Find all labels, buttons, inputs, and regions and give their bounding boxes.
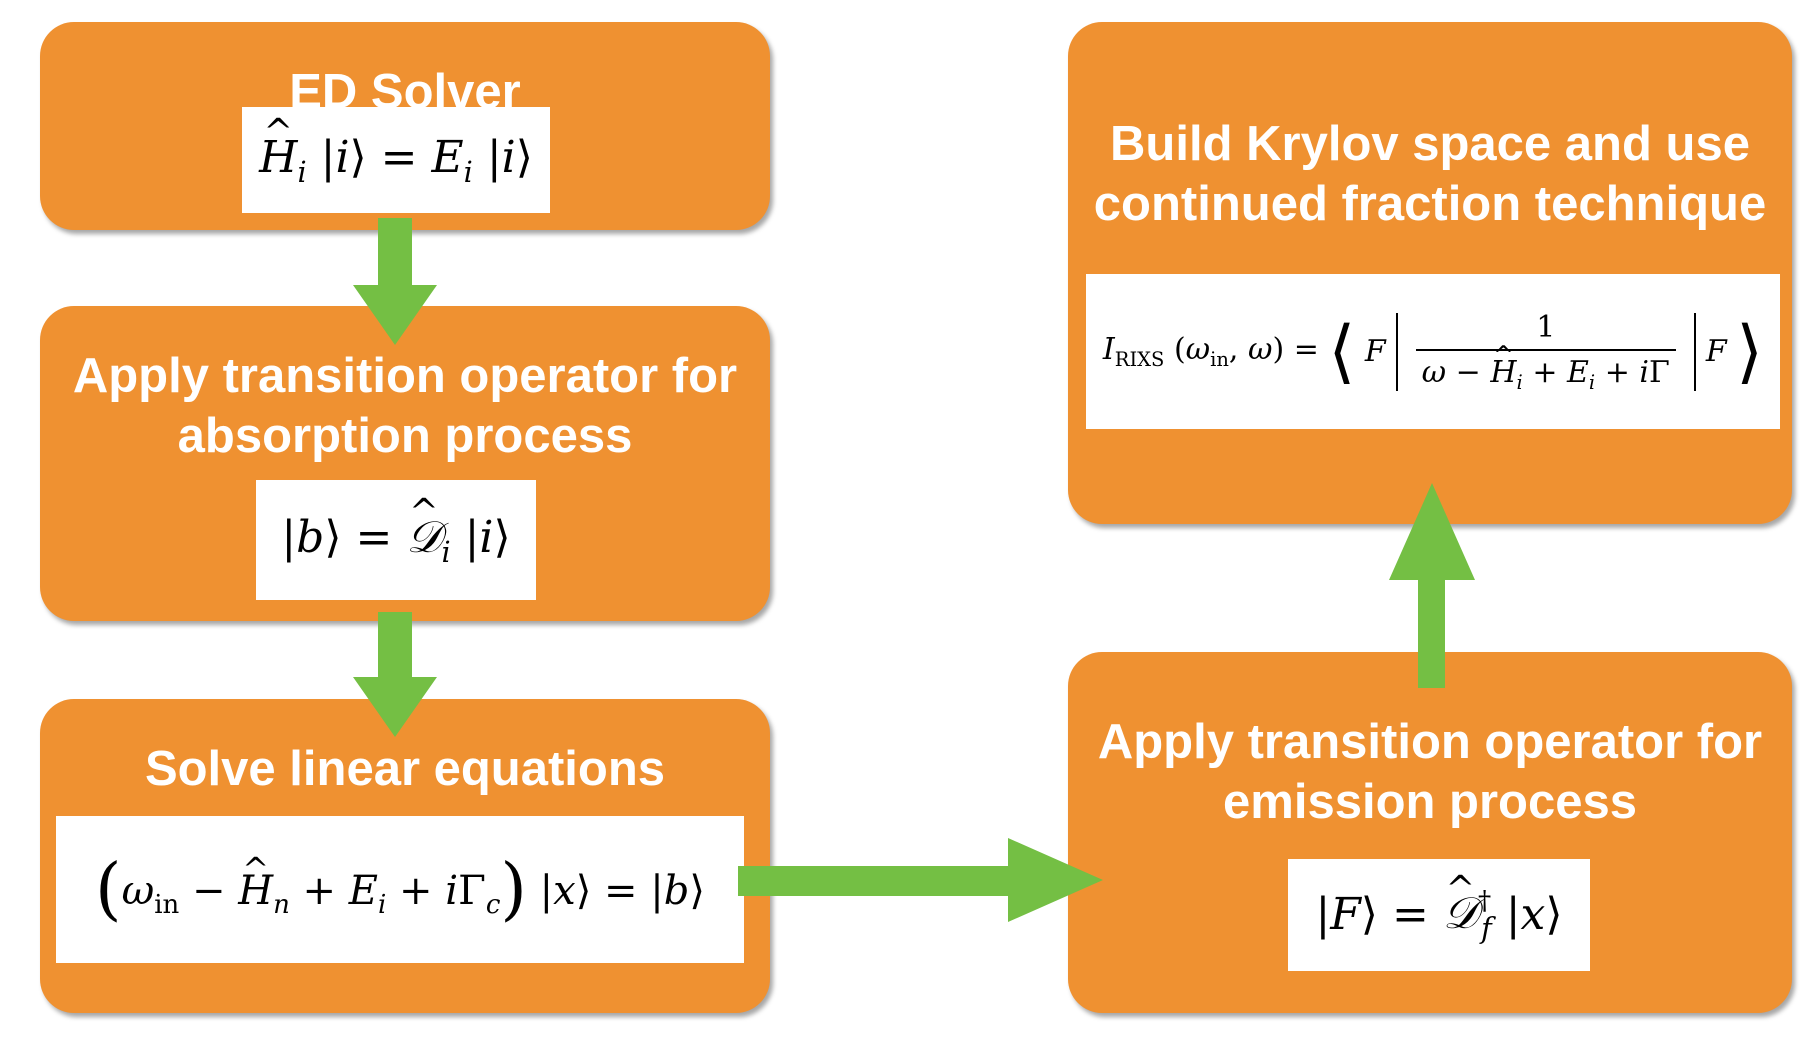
step-emission-title-line1: Apply transition operator for bbox=[1097, 715, 1763, 769]
arrow-right bbox=[738, 838, 1103, 922]
equation-text: IRIXS (ωin, ω) = ⟨ F 1 ω − Hi + Ei + iΓ … bbox=[1103, 310, 1763, 394]
step-absorption-title-line2: absorption process bbox=[177, 409, 633, 463]
step-krylov: Build Krylov space and use continued fra… bbox=[1068, 22, 1792, 524]
step-emission: Apply transition operator for emission p… bbox=[1068, 652, 1792, 1013]
step-linear-equations: Solve linear equations (ωin − Hn + Ei + … bbox=[40, 699, 770, 1013]
step-absorption-title-line1: Apply transition operator for bbox=[72, 349, 738, 403]
arrow-down-2 bbox=[353, 612, 437, 737]
step-ed-solver-equation: Hi |i⟩ = Ei |i⟩ bbox=[242, 107, 550, 213]
step-linear-equations-equation: (ωin − Hn + Ei + iΓc) |x⟩ = |b⟩ bbox=[56, 816, 744, 963]
step-absorption: Apply transition operator for absorption… bbox=[40, 306, 770, 621]
step-ed-solver: ED Solver Hi |i⟩ = Ei |i⟩ bbox=[40, 22, 770, 230]
step-emission-title-line2: emission process bbox=[1223, 775, 1637, 829]
arrow-up bbox=[1389, 483, 1475, 688]
step-emission-equation: |F⟩ = 𝒟†f |x⟩ bbox=[1288, 859, 1590, 971]
step-absorption-equation: |b⟩ = 𝒟i |i⟩ bbox=[256, 480, 536, 600]
equation-text: (ωin − Hn + Ei + iΓc) |x⟩ = |b⟩ bbox=[95, 850, 705, 929]
arrow-down-1 bbox=[353, 218, 437, 345]
equation-text: |b⟩ = 𝒟i |i⟩ bbox=[281, 492, 510, 568]
step-krylov-title-line2: continued fraction technique bbox=[1093, 177, 1767, 231]
step-krylov-equation: IRIXS (ωin, ω) = ⟨ F 1 ω − Hi + Ei + iΓ … bbox=[1086, 274, 1780, 429]
equation-text: |F⟩ = 𝒟†f |x⟩ bbox=[1315, 869, 1562, 945]
step-krylov-title-line1: Build Krylov space and use bbox=[1110, 117, 1750, 171]
step-linear-equations-title: Solve linear equations bbox=[144, 742, 666, 796]
equation-text: Hi |i⟩ = Ei |i⟩ bbox=[259, 112, 533, 188]
